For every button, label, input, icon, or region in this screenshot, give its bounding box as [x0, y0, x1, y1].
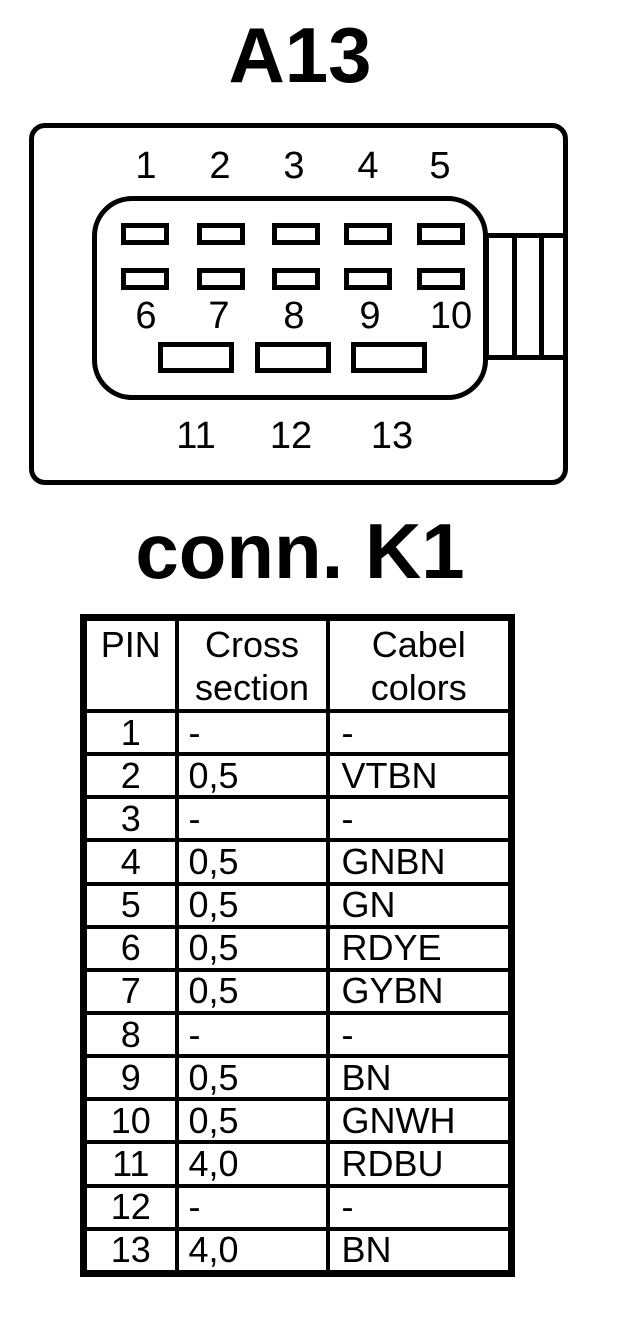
connector-title: A13 [228, 11, 372, 99]
pin-slot [272, 268, 320, 290]
table-header-cell: Cabel colors [325, 615, 514, 713]
table-cell: 0,5 [174, 924, 330, 972]
latch-divider [512, 238, 517, 355]
pin-slot [272, 223, 320, 245]
pin-number-label: 1 [135, 145, 157, 187]
pin-slot [197, 223, 245, 245]
pin-number-label: 11 [176, 415, 216, 457]
table-cell: 0,5 [174, 881, 330, 929]
pin-number-label: 8 [283, 295, 305, 337]
table-row: 12-- [81, 1183, 514, 1231]
pin-slot [255, 342, 331, 373]
table-cell: 11 [81, 1140, 179, 1188]
pin-number-label: 3 [283, 145, 305, 187]
table-cell: 2 [81, 752, 179, 800]
table-row: 3-- [81, 795, 514, 843]
table-cell: 9 [81, 1054, 179, 1102]
table-cell: 6 [81, 924, 179, 972]
pin-number-label: 7 [208, 295, 230, 337]
table-cell: GN [325, 881, 514, 929]
pin-slot [121, 268, 169, 290]
table-cell: 0,5 [174, 1097, 330, 1145]
table-cell: 12 [81, 1183, 179, 1231]
latch-divider [539, 238, 544, 355]
pin-slot [197, 268, 245, 290]
table-cell: - [174, 795, 330, 843]
pin-slot [417, 223, 465, 245]
table-cell: 4 [81, 838, 179, 886]
table-cell: - [174, 1183, 330, 1231]
pin-slot [344, 268, 392, 290]
table-cell: 8 [81, 1010, 179, 1059]
table-header-cell: Cross section [174, 615, 330, 713]
table-cell: BN [325, 1054, 514, 1102]
table-cell: 5 [81, 881, 179, 929]
table-cell: - [325, 1183, 514, 1231]
table-cell: GYBN [325, 967, 514, 1015]
table-cell: RDYE [325, 924, 514, 972]
table-cell: 4,0 [174, 1226, 330, 1276]
pin-slot [417, 268, 465, 290]
pin-slot [121, 223, 169, 245]
pin-number-label: 12 [269, 415, 313, 457]
pin-number-label: 4 [357, 145, 379, 187]
table-cell: 10 [81, 1097, 179, 1145]
table-cell: BN [325, 1226, 514, 1276]
table-cell: - [325, 1010, 514, 1059]
table-row: 1-- [81, 708, 514, 757]
pin-number-label: 6 [135, 295, 157, 337]
connector-latch [484, 233, 568, 360]
table-cell: 0,5 [174, 1054, 330, 1102]
table-cell: GNBN [325, 838, 514, 886]
pin-number-label: 13 [370, 415, 414, 457]
pin-number-label: 2 [209, 145, 231, 187]
pin-slot [344, 223, 392, 245]
table-cell: - [174, 1010, 330, 1059]
connection-title: conn. K1 [135, 507, 465, 595]
table-cell: - [174, 708, 330, 757]
table-cell: 3 [81, 795, 179, 843]
table-cell: 13 [81, 1226, 179, 1276]
pin-number-label: 5 [429, 145, 451, 187]
pin-slot [158, 342, 234, 373]
table-cell: 0,5 [174, 838, 330, 886]
table-cell: VTBN [325, 752, 514, 800]
table-cell: 4,0 [174, 1140, 330, 1188]
table-cell: 7 [81, 967, 179, 1015]
table-cell: 0,5 [174, 967, 330, 1015]
table-cell: 0,5 [174, 752, 330, 800]
table-row: 8-- [81, 1010, 514, 1059]
pin-slot [351, 342, 427, 373]
table-cell: - [325, 795, 514, 843]
pin-number-label: 9 [359, 295, 381, 337]
table-header-cell: PIN [81, 615, 179, 713]
table-cell: RDBU [325, 1140, 514, 1188]
table-cell: 1 [81, 708, 179, 757]
pin-number-label: 10 [429, 295, 473, 337]
table-cell: GNWH [325, 1097, 514, 1145]
table-cell: - [325, 708, 514, 757]
